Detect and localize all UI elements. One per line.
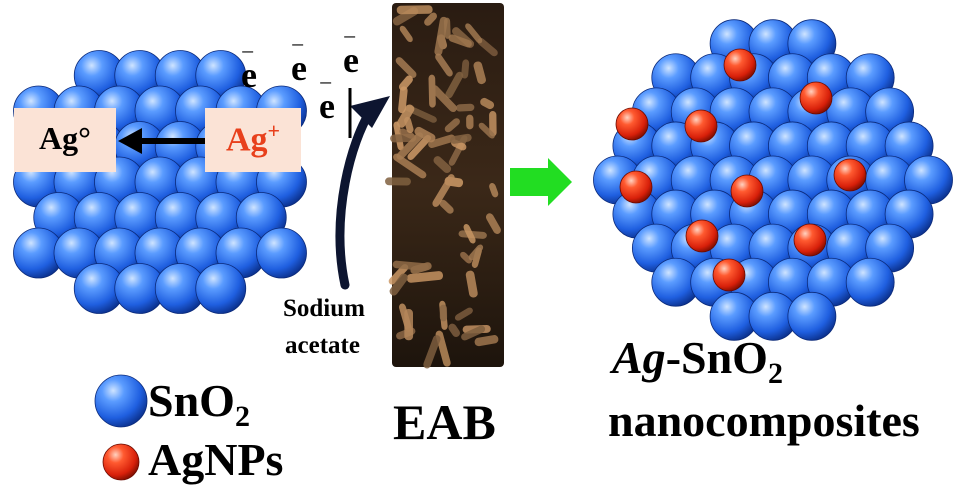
ag-sno2-cluster-right (593, 19, 953, 341)
bacterium (478, 122, 495, 139)
bacterium (448, 135, 468, 166)
bacterium (396, 132, 424, 160)
agnp-sphere (833, 158, 867, 192)
electron-3: ‾e (343, 35, 359, 80)
bacterium (448, 34, 472, 48)
bacterium (474, 335, 499, 347)
ag-plus-base: Ag (225, 121, 268, 159)
bacterium (389, 273, 408, 296)
agnp-sphere (615, 107, 649, 141)
eab-bacteria-image (385, 3, 504, 369)
bacterium (392, 260, 429, 271)
agnp-sphere (684, 109, 718, 143)
bacterium (485, 213, 501, 234)
bacterium (414, 126, 436, 143)
bacterium (439, 199, 454, 214)
bacterium (407, 134, 431, 160)
bacteria-texture (385, 5, 501, 369)
bacterium (465, 23, 483, 44)
eab-label: EAB (393, 394, 496, 450)
bacterium (489, 182, 499, 198)
bacterium (388, 264, 409, 285)
legend (94, 374, 148, 481)
bacterium (424, 12, 438, 26)
bacterium (434, 16, 448, 56)
bacterium (460, 251, 472, 264)
curved-arrow-head (350, 96, 390, 128)
sno2-sphere (845, 257, 895, 307)
legend-sno2-icon (94, 374, 148, 428)
acetate-label: acetate (285, 332, 360, 359)
bacterium (385, 177, 411, 186)
sno2-sphere (195, 263, 247, 314)
bacterium (444, 118, 460, 133)
ag-plus-sup: + (267, 118, 281, 143)
bacterium (396, 104, 415, 128)
agnp-sphere (723, 48, 757, 82)
agnp-sphere (619, 170, 653, 204)
reduction-arrow-head (118, 128, 142, 154)
legend-agnps-label: AgNPs (148, 434, 284, 485)
bacterium (396, 5, 433, 15)
bacterium (398, 86, 408, 114)
sno2-cluster-left (13, 50, 307, 314)
bacterium (461, 325, 486, 341)
bacterium (465, 270, 478, 298)
sno2-sphere (256, 227, 307, 279)
agnp-sphere (685, 219, 719, 253)
legend-sno2-label: SnO2 (148, 375, 250, 434)
sodium-label: Sodium (283, 295, 365, 322)
bacterium (455, 103, 475, 112)
bacterium (404, 116, 414, 134)
product-line2-label: nanocomposites (608, 395, 920, 446)
ag-plus-label: Ag+ (226, 120, 280, 157)
agnp-sphere (730, 174, 764, 208)
bacterium (404, 309, 414, 341)
ag0-box: Ag° (14, 108, 116, 172)
agnp-sphere (793, 223, 827, 257)
bacterium (439, 304, 448, 322)
bacterium (466, 114, 474, 130)
electron-2: ‾e (291, 43, 307, 88)
bacterium (399, 128, 415, 139)
bacterium (480, 97, 495, 110)
bacterium (423, 335, 441, 369)
agnp-sphere (712, 258, 746, 292)
bacterium (395, 57, 417, 78)
bacterium (461, 59, 470, 79)
bacterium (430, 85, 457, 113)
legend-agnps-icon (102, 443, 140, 481)
electron-4: ‾e (319, 81, 335, 126)
bacterium (448, 323, 461, 337)
electron-1: ‾e (241, 50, 257, 95)
bacterium (435, 53, 453, 77)
bacterium (468, 244, 484, 261)
bacterium (428, 134, 456, 148)
ag-plus-box: Ag+ (205, 108, 301, 172)
product-label: Ag-SnO2 (612, 332, 783, 391)
sno2-sphere (787, 291, 837, 341)
bacterium (454, 307, 473, 321)
ag0-label: Ag° (39, 120, 91, 156)
bacterium (432, 174, 455, 207)
bacterium (393, 153, 427, 179)
bacterium (477, 38, 498, 57)
green-arrow (510, 158, 572, 206)
bacterium (433, 156, 452, 174)
bacterium (473, 61, 486, 85)
bacterium (445, 71, 464, 99)
curved-arrow (335, 107, 375, 290)
bacterium (489, 111, 497, 137)
agnp-sphere (799, 81, 833, 115)
bacterium (399, 25, 413, 43)
bacterium (450, 133, 472, 144)
bacterium (406, 271, 444, 283)
bacterium (463, 224, 476, 244)
